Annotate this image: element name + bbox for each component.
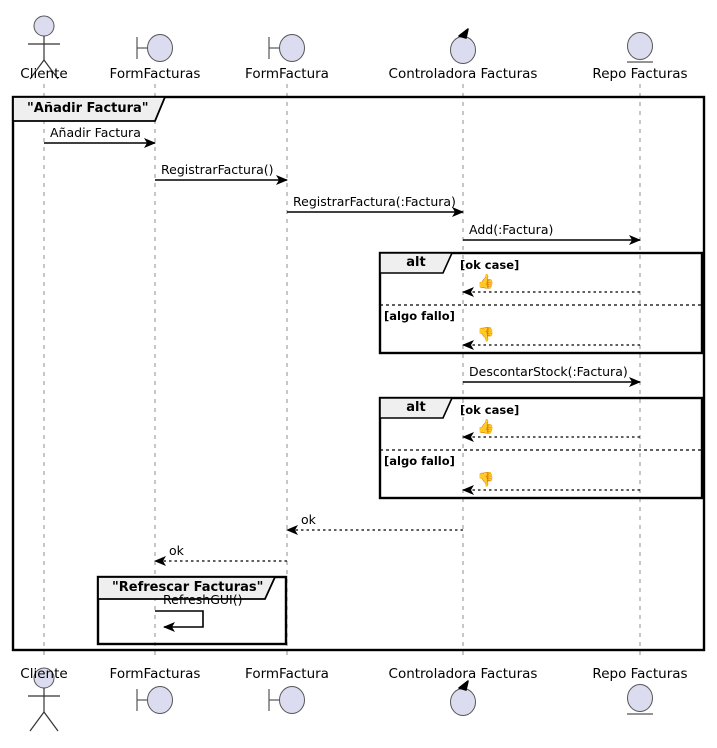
message-label-m8: 👍: [477, 419, 495, 435]
alt-guard-alt-2-0: [ok case]: [460, 403, 520, 417]
frame-title-inner-frame-refrescar: "Refrescar Facturas": [112, 580, 264, 595]
frame-outer-frame: [11, 95, 706, 652]
alt-guard-alt-1-1: [algo fallo]: [384, 309, 455, 323]
lifeline-label-bottom-controladora: Controladora Facturas: [388, 666, 538, 682]
alt-fragment-alt-1: [378, 251, 704, 355]
message-label-m9: 👎: [477, 472, 495, 488]
messages-group: [44, 138, 641, 632]
lifeline-icons-group: [28, 15, 653, 732]
message-label-m6: 👎: [477, 327, 495, 343]
message-label-m11: ok: [169, 543, 184, 558]
boundary-icon: [268, 34, 305, 62]
lifeline-label-top-repo: Repo Facturas: [592, 66, 688, 82]
boundary-icon: [136, 34, 173, 62]
lifeline-label-bottom-formfacturas: FormFacturas: [109, 666, 201, 682]
frame-inner-frame-refrescar: [96, 575, 288, 646]
alt-guard-alt-1-0: [ok case]: [460, 258, 520, 272]
lifeline-label-top-cliente: Cliente: [20, 66, 68, 82]
lifeline-label-top-controladora: Controladora Facturas: [388, 66, 538, 82]
message-label-m1: Añadir Factura: [50, 125, 141, 140]
alt-guard-alt-2-1: [algo fallo]: [384, 454, 455, 468]
alt-label-alt-2: alt: [406, 400, 426, 415]
alt-fragment-alt-2: [378, 396, 704, 500]
alt-fragments-group: [378, 251, 704, 500]
boundary-icon: [268, 686, 305, 714]
message-label-m3: RegistrarFactura(:Factura): [293, 194, 456, 209]
alt-label-alt-1: alt: [406, 255, 426, 270]
message-label-m7: DescontarStock(:Factura): [469, 364, 628, 379]
control-icon: [450, 28, 476, 64]
frame-title-outer-frame: "Añadir Factura": [27, 101, 149, 116]
actor-icon: [28, 15, 60, 80]
lifeline-label-top-formfactura: FormFactura: [245, 66, 329, 82]
message-label-m4: Add(:Factura): [469, 222, 554, 237]
message-label-m12: RefreshGUI(): [163, 592, 243, 607]
control-icon: [450, 680, 476, 716]
message-label-m2: RegistrarFactura(): [161, 162, 274, 177]
message-m12: [155, 610, 204, 632]
message-label-m5: 👍: [477, 274, 495, 290]
actor-icon: [28, 667, 60, 732]
entity-icon: [627, 32, 653, 63]
lifeline-label-bottom-formfactura: FormFactura: [245, 666, 329, 682]
lifeline-label-top-formfacturas: FormFacturas: [109, 66, 201, 82]
lifeline-label-bottom-repo: Repo Facturas: [592, 666, 688, 682]
frames-group: [11, 95, 706, 652]
message-label-m10: ok: [301, 512, 316, 527]
entity-icon: [627, 684, 653, 715]
lifeline-label-bottom-cliente: Cliente: [20, 666, 68, 682]
boundary-icon: [136, 686, 173, 714]
